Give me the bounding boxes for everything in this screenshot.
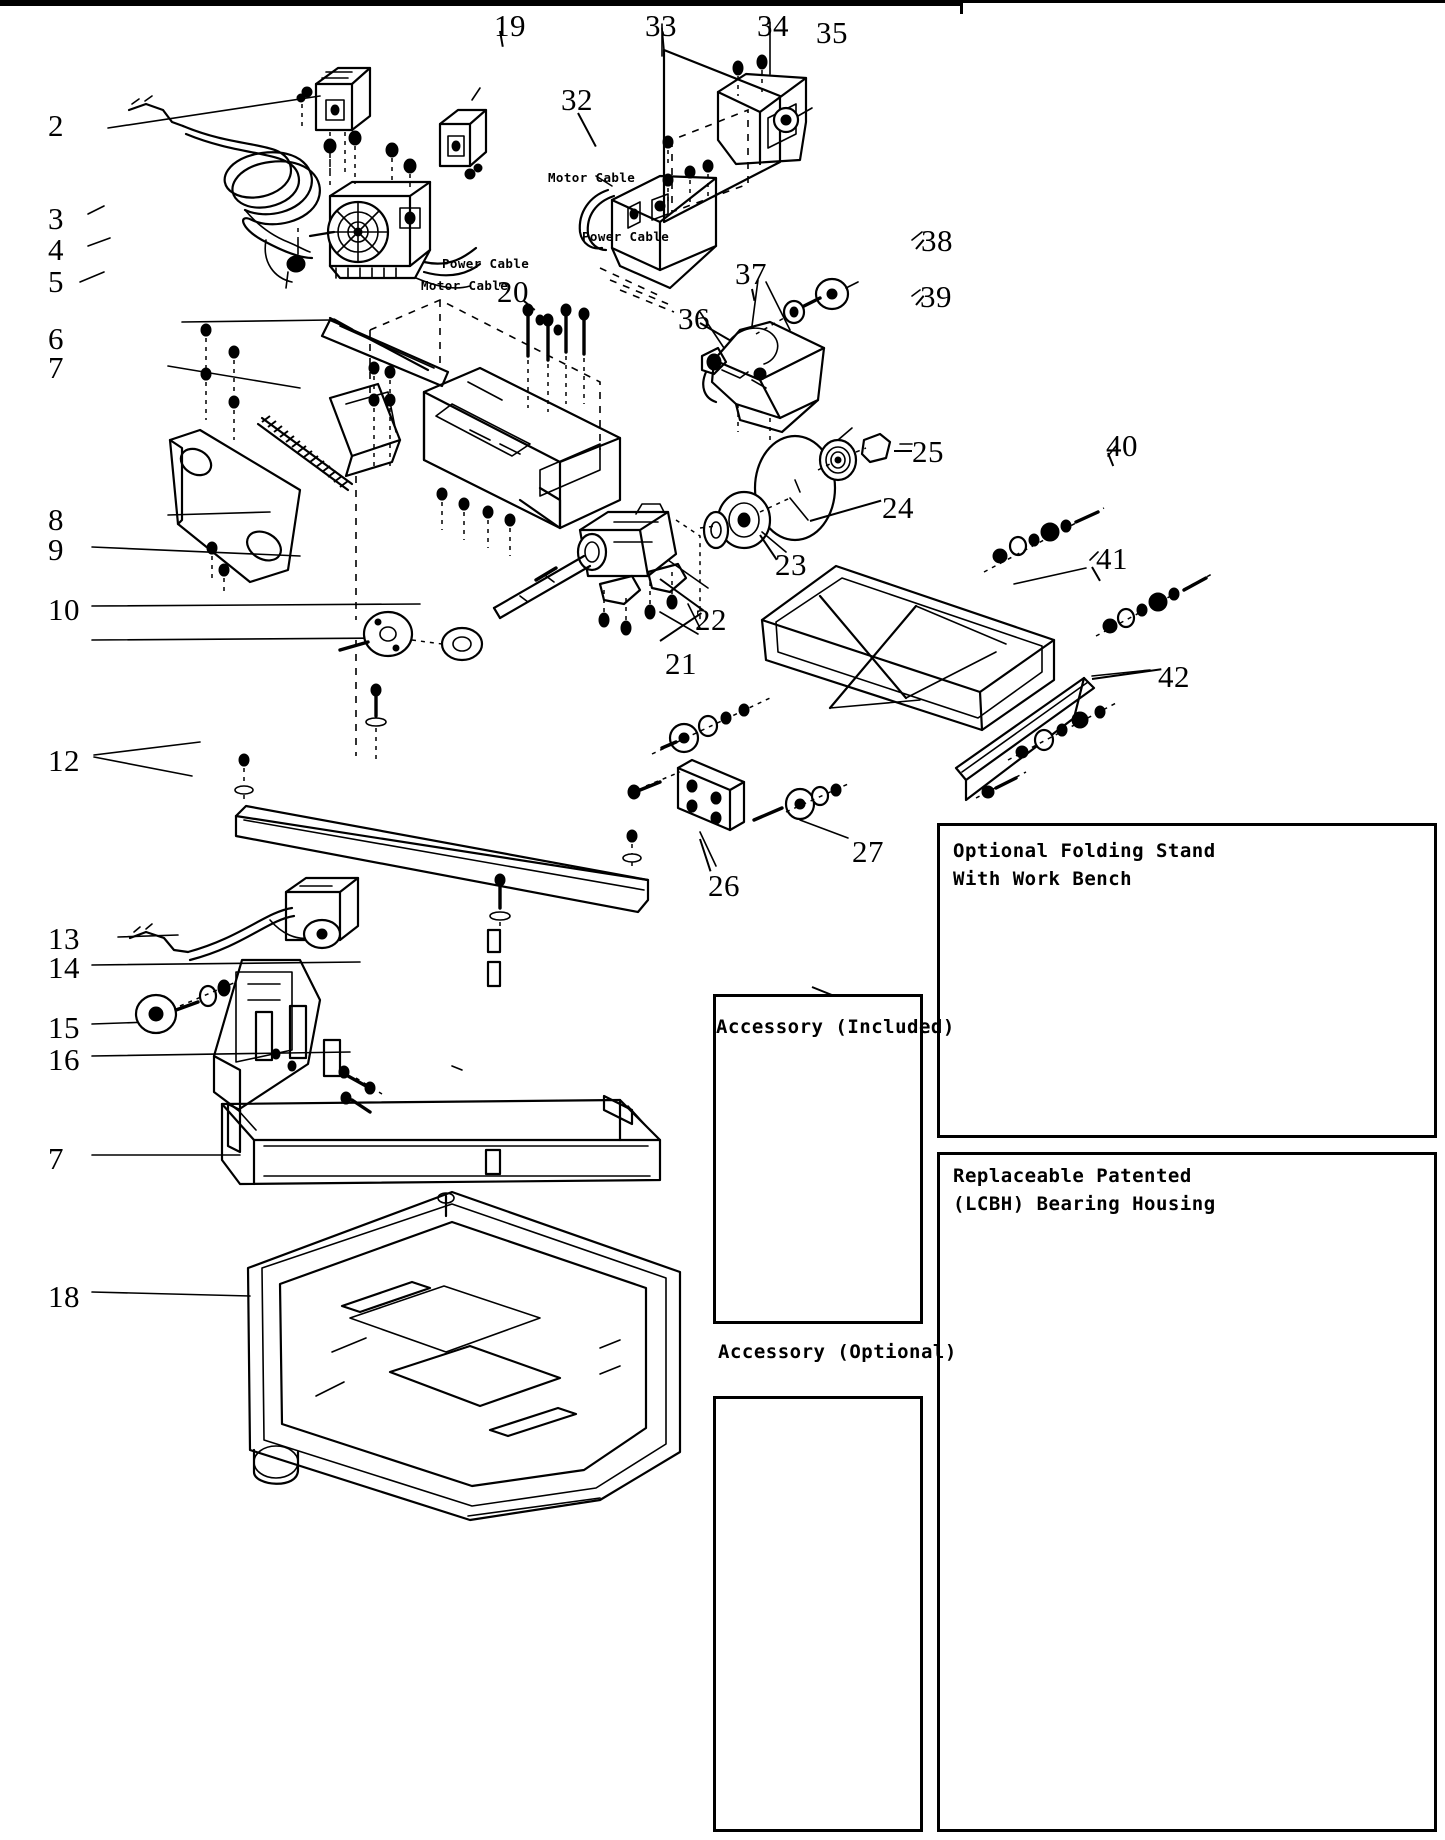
power-cord-assembly (127, 95, 321, 260)
callout-27: 27 (852, 834, 884, 869)
blade-shaft-assembly (338, 503, 709, 662)
leader-42 (1091, 668, 1162, 680)
inset-replaceable-bearing-housing (937, 1152, 1437, 1832)
bearing-housing-line-1: Replaceable Patented (953, 1165, 1192, 1187)
inset-optional-folding-stand (937, 823, 1437, 1138)
callout-33: 33 (645, 8, 677, 43)
blade-and-flanges (699, 427, 913, 553)
callout-16: 16 (48, 1042, 80, 1077)
lower-rail (234, 476, 650, 952)
inset-accessory-included (713, 994, 923, 1324)
callout-34: 34 (757, 8, 789, 43)
callout-10: 10 (48, 592, 80, 627)
inset-accessory-optional (713, 1396, 923, 1832)
water-tray (246, 1190, 682, 1522)
callout-19: 19 (494, 8, 526, 43)
callout-24: 24 (882, 490, 914, 525)
callout-42: 42 (1158, 659, 1190, 694)
leader-32 (577, 112, 597, 148)
callout-37: 37 (735, 256, 767, 291)
folding-stand-line-1: Optional Folding Stand (953, 840, 1216, 862)
motor-mount-plate (627, 758, 849, 867)
callout-13: 13 (48, 921, 80, 956)
callout-5: 5 (48, 264, 64, 299)
callout-32: 32 (561, 82, 593, 117)
callout-23: 23 (775, 547, 807, 582)
callout-7-lower: 7 (48, 1141, 64, 1176)
leader-24 (809, 499, 882, 522)
saw-head-carriage (168, 299, 622, 596)
switch-box-group (578, 21, 813, 313)
callout-35: 35 (816, 15, 848, 50)
accessory-optional-heading: Accessory (Optional) (718, 1341, 957, 1363)
callout-2: 2 (48, 108, 64, 143)
motor-fasteners (264, 130, 417, 289)
switch-cover-19a (296, 66, 372, 176)
switch-cover-19b (438, 87, 488, 180)
folding-stand-line-2: With Work Bench (953, 867, 1133, 890)
callout-9: 9 (48, 532, 64, 567)
callout-15: 15 (48, 1010, 80, 1045)
bearing-housing-line-2: (LCBH) Bearing Housing (953, 1192, 1216, 1215)
callout-39: 39 (920, 279, 952, 314)
power-cable-label-1: Power Cable (442, 256, 530, 271)
fastener-column (200, 303, 590, 556)
callout-20: 20 (497, 274, 529, 309)
blade-guard-assembly (699, 231, 923, 440)
top-border-bar-right (963, 0, 1445, 3)
accessory-included-line-1: Accessory (Included) (716, 1016, 955, 1038)
power-cable-label-2: Power Cable (582, 229, 670, 244)
callout-4: 4 (48, 232, 64, 267)
callout-14: 14 (48, 950, 80, 985)
leader-lines-left (79, 95, 421, 1297)
callout-21: 21 (665, 646, 697, 681)
inset-title-accessory-included: Accessory (Included) (716, 1014, 955, 1042)
callout-40: 40 (1106, 428, 1138, 463)
callout-38: 38 (921, 223, 953, 258)
callout-41: 41 (1096, 541, 1128, 576)
leader-26 (699, 838, 712, 872)
motor-assembly-upper (308, 180, 482, 289)
lower-motor-frame (128, 876, 662, 1186)
callout-25: 25 (912, 434, 944, 469)
callout-7: 7 (48, 350, 64, 385)
top-right-vertical-rule (960, 0, 963, 14)
callout-12: 12 (48, 743, 80, 778)
top-border-bar (0, 0, 963, 6)
callout-18: 18 (48, 1279, 80, 1314)
motor-cable-label-1: Motor Cable (421, 278, 509, 293)
inset-title-bearing-housing: Replaceable Patented (LCBH) Bearing Housi… (953, 1163, 1216, 1218)
callout-8: 8 (48, 502, 64, 537)
table-frame-assembly (651, 445, 1213, 802)
callout-6: 6 (48, 321, 64, 356)
leader-25 (894, 450, 912, 452)
motor-cable-label-2: Motor Cable (548, 170, 636, 185)
callout-26: 26 (708, 868, 740, 903)
callout-3: 3 (48, 201, 64, 236)
leader-22 (659, 578, 705, 612)
callout-36: 36 (678, 301, 710, 336)
